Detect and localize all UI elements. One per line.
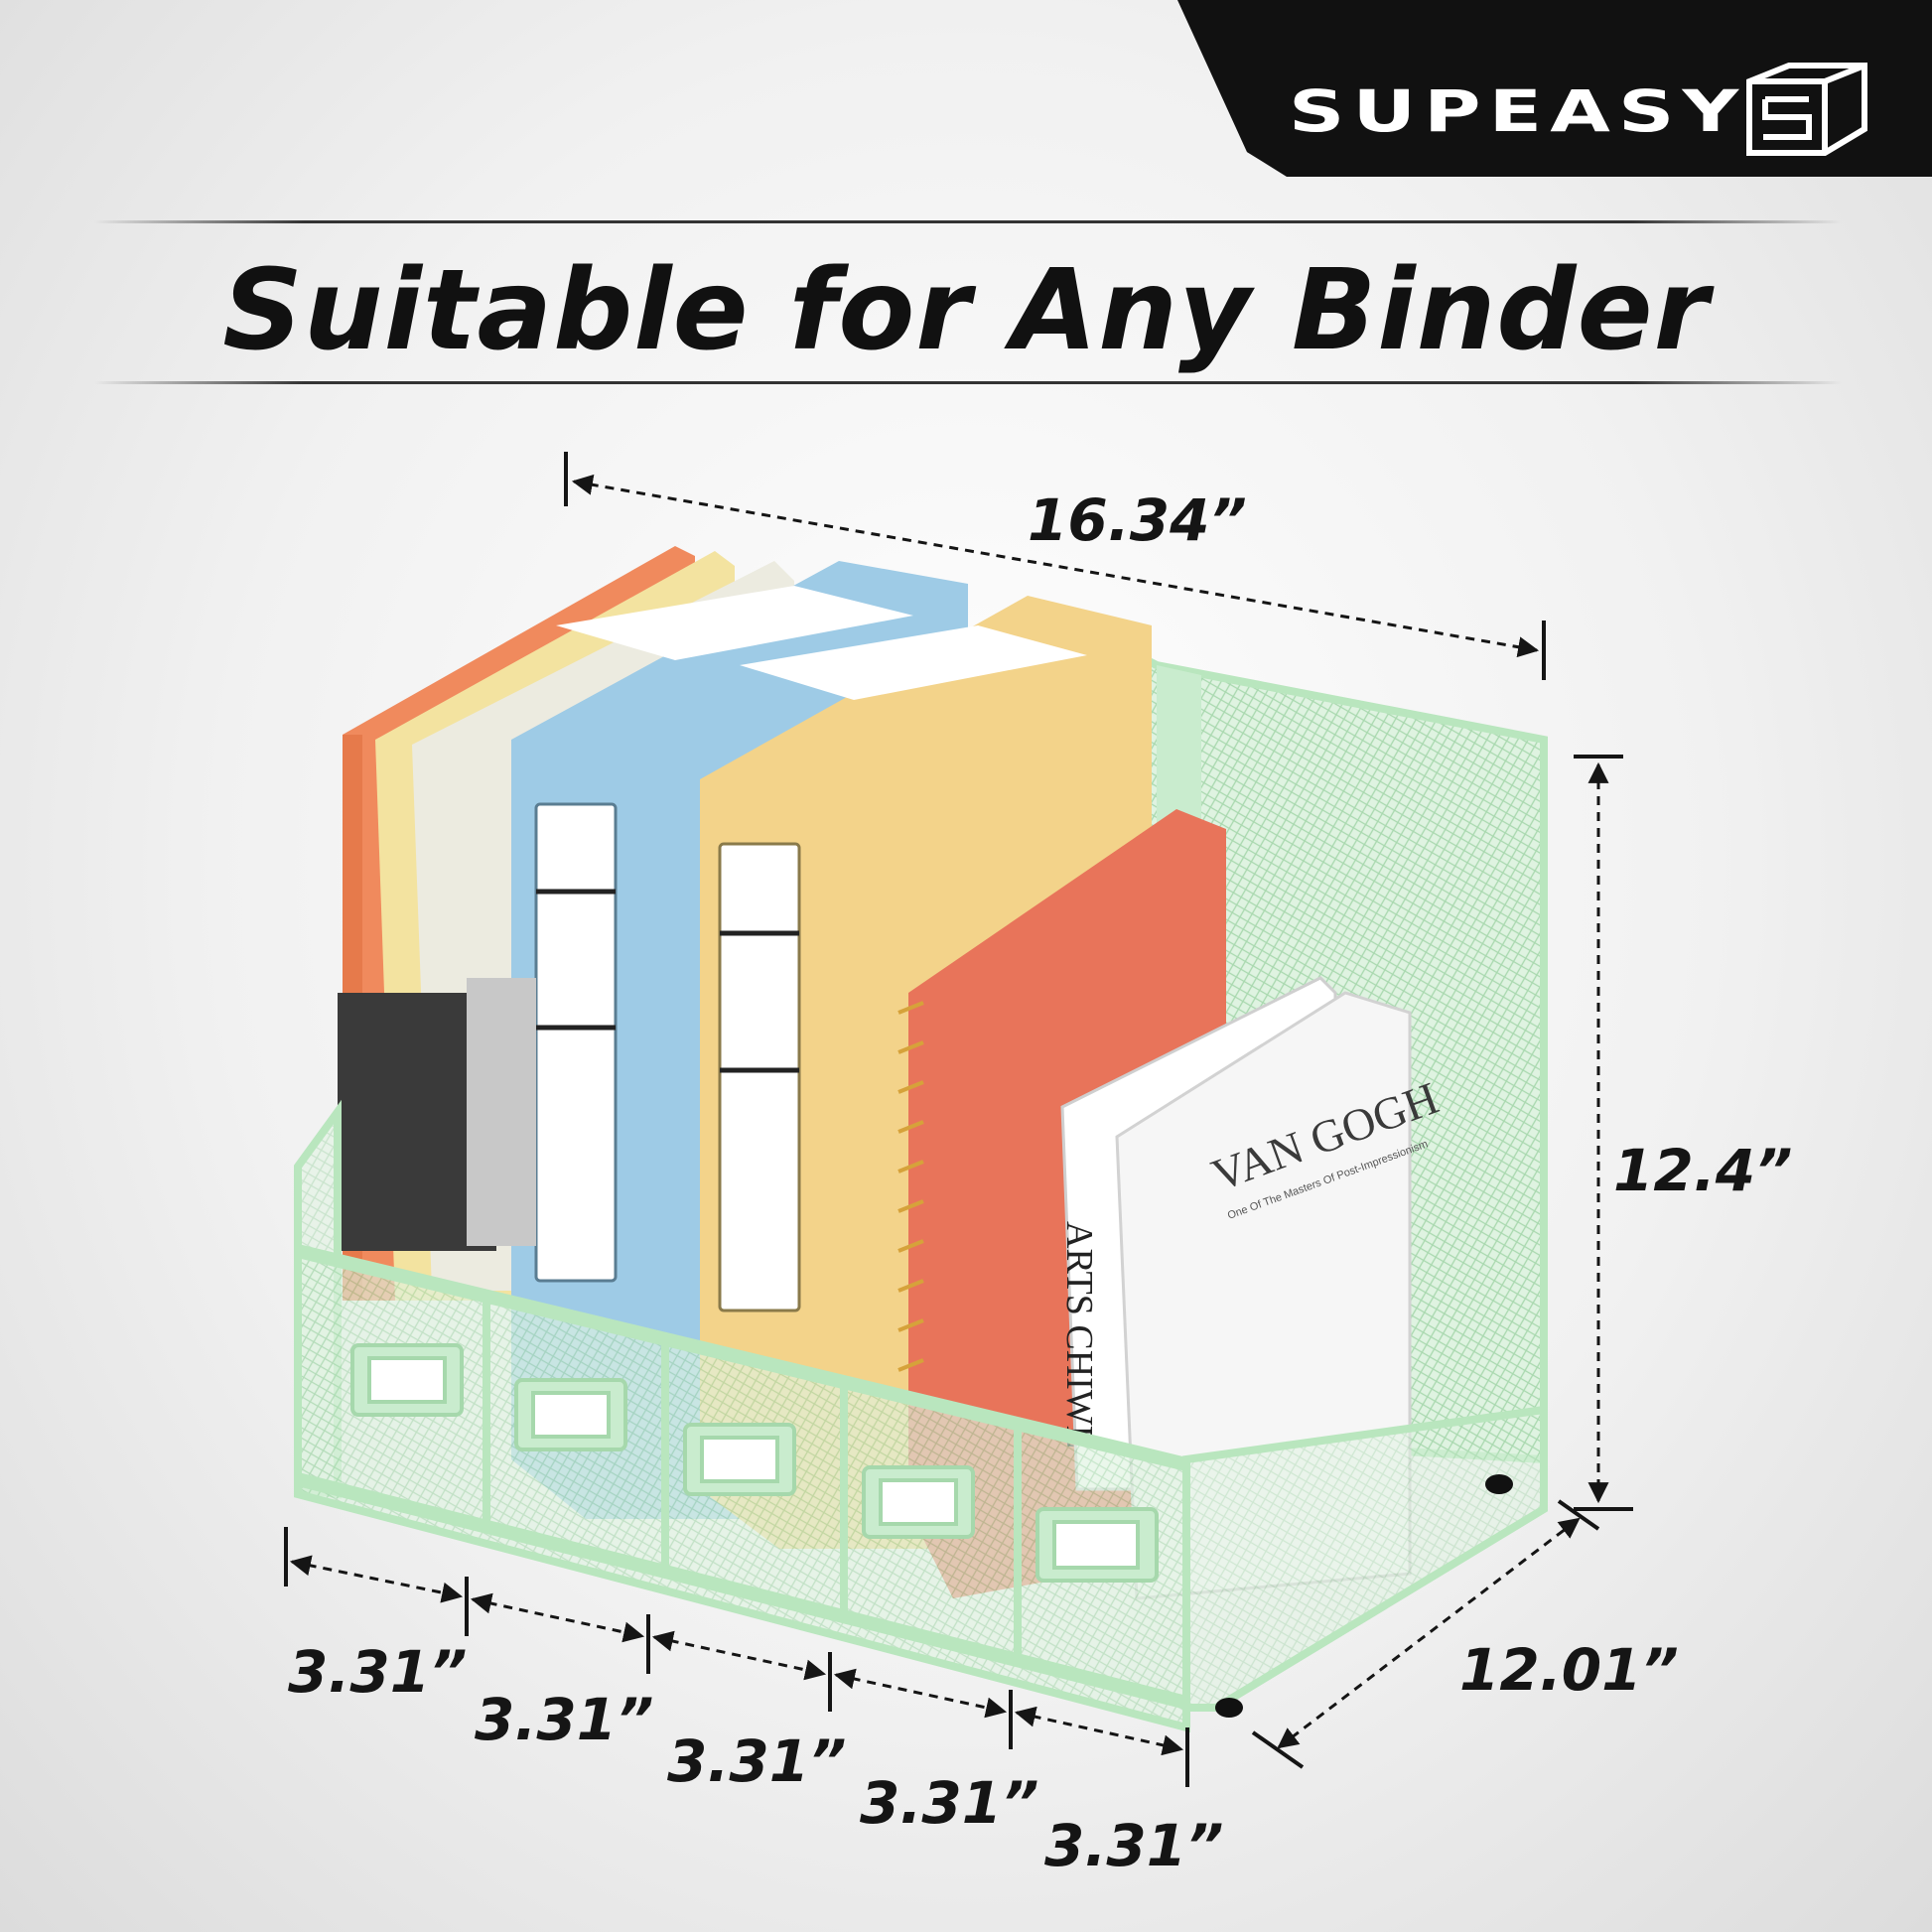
compartment-label-3: 3.31”: [667, 1727, 847, 1795]
dimension-lines: [284, 452, 1633, 1787]
headline: Suitable for Any Binder: [222, 246, 1710, 375]
width-dimension-label: 16.34”: [1028, 486, 1247, 554]
compartment-label-1: 3.31”: [288, 1638, 468, 1706]
compartment-label-4: 3.31”: [860, 1769, 1039, 1837]
arts-spine-text: ARTS CHIWE: [1058, 1221, 1100, 1449]
headline-rule-bottom: [94, 381, 1842, 384]
headline-rule-top: [94, 220, 1842, 223]
brand-banner: [1177, 0, 1932, 177]
supeasy-cube-logo-icon: [1746, 63, 1867, 156]
foot-front: [1215, 1698, 1243, 1718]
height-dimension-label: 12.4”: [1613, 1137, 1793, 1204]
compartment-label-2: 3.31”: [475, 1686, 654, 1753]
depth-dimension-label: 12.01”: [1459, 1636, 1679, 1704]
label-holders: [350, 1343, 1159, 1583]
binders: VAN GOGH One Of The Masters Of Post-Impr…: [338, 546, 1445, 1600]
brand-name: SUPEASY: [1289, 77, 1747, 145]
compartment-label-5: 3.31”: [1044, 1812, 1224, 1879]
foot-back: [1485, 1474, 1513, 1494]
